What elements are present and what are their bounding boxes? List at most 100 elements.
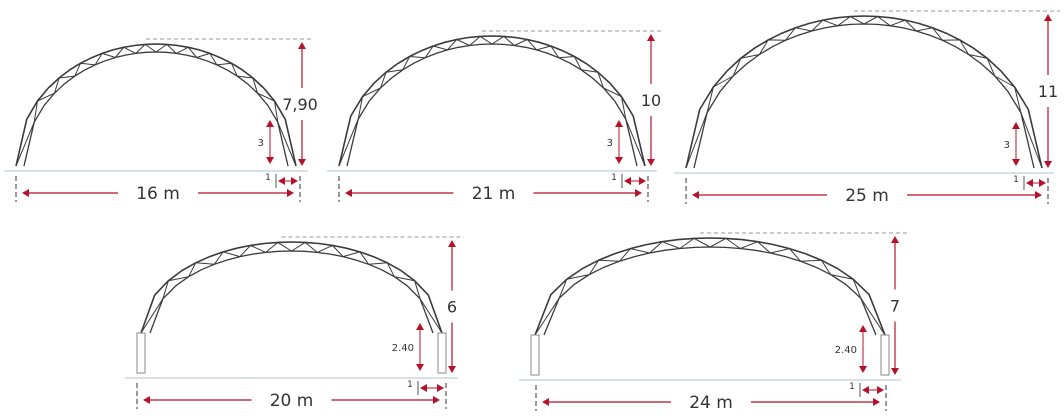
height-label: 7 <box>890 297 900 316</box>
truss-outer-chord <box>534 237 886 336</box>
span-label: 16 m <box>136 184 180 204</box>
right-column <box>437 332 447 374</box>
height-arrow-up <box>448 240 456 247</box>
gap-arrow-right <box>1039 179 1046 187</box>
dimension-lines <box>685 10 1060 204</box>
gap-arrow-right <box>291 177 298 185</box>
span-label: 24 m <box>689 393 733 413</box>
gap-label: 1 <box>849 382 855 392</box>
truss-outer-chord <box>140 241 443 334</box>
side-arrow-down <box>1012 159 1020 166</box>
truss-outer-chord <box>338 35 646 167</box>
arch-diagram-3: 25 m 11 3 1 <box>674 10 1060 206</box>
side-height-label: 3 <box>607 138 613 149</box>
side-height-label: 3 <box>1004 140 1010 151</box>
side-height-label: 2.40 <box>835 345 857 356</box>
dimension-lines <box>136 236 464 409</box>
span-arrow-left <box>692 191 699 199</box>
side-arrow-down <box>859 366 867 373</box>
span-arrow-left <box>345 189 352 197</box>
ground-line <box>125 377 458 379</box>
truss-web <box>685 16 1043 169</box>
side-height-label: 2.40 <box>392 343 414 354</box>
height-arrow-up <box>1044 14 1052 21</box>
height-arrow-up <box>647 34 655 41</box>
arch-diagram-1: 16 m 7,90 3 1 <box>4 38 318 204</box>
height-label: 10 <box>641 91 661 110</box>
span-arrow-right <box>433 396 440 404</box>
truss-web <box>140 241 443 334</box>
truss-inner-chord <box>149 250 434 334</box>
arch-diagram-4: 20 m 6 2.40 1 <box>125 236 464 411</box>
side-arrow-down <box>615 157 623 164</box>
side-arrow-up <box>859 325 867 332</box>
gap-arrow-left <box>420 384 427 392</box>
side-arrow-up <box>266 120 274 127</box>
height-arrow-up <box>891 236 899 243</box>
gap-arrow-right <box>877 386 884 394</box>
dimension-lines <box>15 38 314 202</box>
gap-label: 1 <box>407 380 413 390</box>
side-height-label: 3 <box>258 138 264 149</box>
truss-inner-chord <box>693 23 1035 169</box>
truss-outer-chord <box>15 43 297 167</box>
gap-arrow-left <box>862 386 869 394</box>
gap-arrow-left <box>278 177 285 185</box>
height-arrow-down <box>448 366 456 373</box>
gap-arrow-left <box>1026 179 1033 187</box>
dimension-lines <box>338 30 663 202</box>
ground-line <box>674 172 1054 174</box>
truss-inner-chord <box>543 246 877 336</box>
side-arrow-up <box>1012 122 1020 129</box>
span-arrow-left <box>542 398 549 406</box>
truss-inner-chord <box>346 43 638 167</box>
height-label: 7,90 <box>282 95 318 114</box>
left-column <box>530 334 540 376</box>
arch-truss <box>530 237 890 376</box>
arch-diagram-5: 24 m 7 2.40 1 <box>519 232 907 413</box>
gap-label: 1 <box>265 173 271 183</box>
side-arrow-down <box>416 364 424 371</box>
gap-label: 1 <box>611 173 617 183</box>
truss-inner-chord <box>23 51 289 167</box>
span-label: 21 m <box>472 184 516 204</box>
side-arrow-down <box>266 157 274 164</box>
span-arrow-right <box>873 398 880 406</box>
arch-diagram-2: 21 m 10 3 1 <box>327 30 663 204</box>
height-arrow-up <box>298 42 306 49</box>
truss-outer-chord <box>685 15 1043 169</box>
span-arrow-left <box>143 396 150 404</box>
gap-arrow-right <box>437 384 444 392</box>
truss-web <box>534 237 886 336</box>
arch-truss <box>136 241 447 374</box>
span-arrow-right <box>635 189 642 197</box>
side-arrow-up <box>615 120 623 127</box>
height-arrow-down <box>647 159 655 166</box>
dimension-lines <box>535 232 907 411</box>
span-label: 25 m <box>845 186 889 206</box>
height-label: 6 <box>447 298 457 317</box>
height-arrow-down <box>891 368 899 375</box>
ground-line <box>4 170 308 172</box>
span-label: 20 m <box>270 391 314 411</box>
truss-web <box>338 35 646 167</box>
right-column <box>880 334 890 376</box>
truss-web <box>15 43 297 167</box>
arch-truss <box>338 35 646 167</box>
span-arrow-right <box>1035 191 1042 199</box>
arch-truss <box>15 43 297 167</box>
height-arrow-down <box>1044 161 1052 168</box>
gap-arrow-right <box>639 177 646 185</box>
gap-label: 1 <box>1013 175 1019 185</box>
ground-line <box>519 379 901 381</box>
height-arrow-down <box>298 159 306 166</box>
side-arrow-up <box>416 323 424 330</box>
left-column <box>136 332 146 374</box>
ground-line <box>327 170 657 172</box>
span-arrow-left <box>22 189 29 197</box>
span-arrow-right <box>287 189 294 197</box>
arch-truss <box>685 15 1043 169</box>
height-label: 11 <box>1038 82 1058 101</box>
gap-arrow-left <box>624 177 631 185</box>
